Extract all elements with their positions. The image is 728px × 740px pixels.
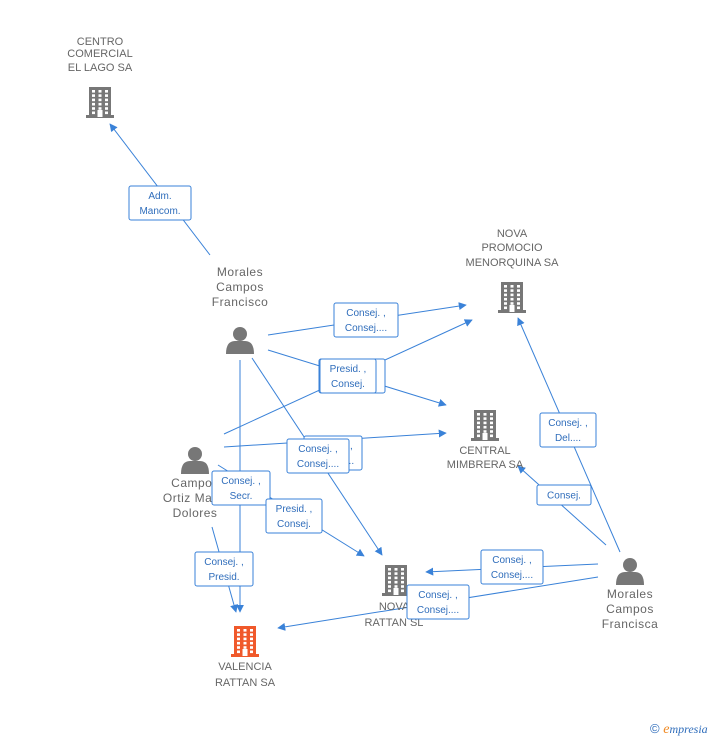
node-label: NOVA: [379, 601, 410, 613]
edge-label-text: Consej. ,: [298, 444, 337, 455]
node-label: Campos: [216, 280, 264, 294]
node-label: Campos: [606, 602, 654, 616]
node-label: Francisco: [212, 295, 269, 309]
edge-label-francisca-to-valencia[interactable]: Consej. , Consej....: [406, 584, 470, 620]
edge-label-text: Consej....: [417, 605, 459, 616]
node-label: Francisca: [602, 617, 659, 631]
edge-label-text: Adm.: [148, 191, 171, 202]
brand-name: mpresia: [669, 722, 708, 736]
edge-label-text: Consej....: [491, 570, 533, 581]
building-icon: [86, 87, 114, 118]
edge-label-dolores-to-nova_promocio[interactable]: Presid. , Consej.: [319, 358, 377, 394]
node-valencia[interactable]: VALENCIA RATTAN SA: [215, 626, 276, 689]
person-icon: [226, 327, 254, 354]
edge-label-text: Consej.: [277, 519, 311, 530]
edge-label-box: [406, 584, 470, 620]
edge-label-francisco-to-centro[interactable]: Adm. Mancom.: [128, 185, 192, 221]
edge-label-text: Presid. ,: [276, 504, 313, 515]
node-label: Dolores: [173, 506, 218, 520]
edge-label-text: Consej. ,: [346, 308, 385, 319]
edge-label-box: [211, 470, 271, 506]
edge-label-text: Presid.: [208, 572, 239, 583]
edge-label-text: Secr.: [230, 491, 253, 502]
node-label: PROMOCIO: [481, 242, 543, 254]
edge-label-text: Consej. ,: [492, 555, 531, 566]
edge-label-box: [333, 302, 399, 338]
node-label: RATTAN SL: [365, 617, 424, 629]
edge-label-text: Consej....: [297, 459, 339, 470]
edge-label-box: [319, 358, 377, 394]
edge-label-text: Consej....: [345, 323, 387, 334]
brand-initial: e: [663, 722, 670, 737]
footer-brand: © empresia: [650, 721, 708, 738]
node-label: Campos: [171, 476, 219, 490]
edge-label-francisca-to-central_mimbrera[interactable]: Consej.: [536, 484, 592, 506]
node-label: Morales: [217, 265, 263, 279]
node-nova_rattan[interactable]: NOVA RATTAN SL: [365, 565, 424, 629]
building-icon: [231, 626, 259, 657]
node-label: Morales: [607, 587, 653, 601]
building-icon: [382, 565, 410, 596]
node-label: NOVA: [497, 228, 528, 240]
edge-label-dolores-to-nova_rattan[interactable]: Presid. , Consej.: [265, 498, 323, 534]
node-label: MENORQUINA SA: [466, 257, 560, 269]
building-icon: [498, 282, 526, 313]
edge-label-box: [128, 185, 192, 221]
edge-label-francisca-to-nova_promocio[interactable]: Consej. , Del....: [539, 412, 597, 448]
edge-label-text: Consej.: [331, 379, 365, 390]
edge-label-text: Del....: [555, 433, 581, 444]
edge-label-box: [480, 549, 544, 585]
person-icon: [616, 558, 644, 585]
person-icon: [181, 447, 209, 474]
edge-label-text: Consej. ,: [221, 476, 260, 487]
edge-label-francisco-to-nova_promocio[interactable]: Consej. , Consej....: [333, 302, 399, 338]
edge-label-box: [539, 412, 597, 448]
node-label: EL LAGO SA: [68, 62, 133, 74]
building-icon: [471, 410, 499, 441]
node-label: CENTRAL: [459, 445, 510, 457]
node-label: Ortiz Maria: [163, 491, 227, 505]
edge-label-box: [265, 498, 323, 534]
edge-label-box: [194, 551, 254, 587]
node-nova_promocio[interactable]: NOVA PROMOCIO MENORQUINA SA: [466, 228, 560, 313]
node-label: VALENCIA: [218, 661, 272, 673]
edge-label-dolores-to-valencia[interactable]: Consej. , Presid.: [194, 551, 254, 587]
edge-label-text: Mancom.: [139, 206, 180, 217]
edge-label-box: [286, 438, 350, 474]
edge-label-text: Presid. ,: [330, 364, 367, 375]
edge-label-text: Consej.: [547, 491, 581, 502]
edge-label-text: Consej. ,: [548, 418, 587, 429]
edge-label-francisca-to-nova_rattan[interactable]: Consej. , Consej....: [480, 549, 544, 585]
node-label: MIMBRERA SA: [447, 459, 524, 471]
copyright-symbol: ©: [650, 721, 660, 736]
node-label: COMERCIAL: [67, 48, 132, 60]
edge-label-text: Consej. ,: [418, 590, 457, 601]
edge-label-text: Consej. ,: [204, 557, 243, 568]
edge-label-dolores-to-central_mimbrera[interactable]: Consej. , Consej....: [286, 438, 350, 474]
edge-label-box: [536, 484, 592, 506]
node-label: RATTAN SA: [215, 677, 276, 689]
edge-label-francisco-to-valencia[interactable]: Consej. , Secr.: [211, 470, 271, 506]
node-label: CENTRO: [77, 36, 124, 48]
node-central_mimbrera[interactable]: CENTRAL MIMBRERA SA: [447, 410, 524, 471]
